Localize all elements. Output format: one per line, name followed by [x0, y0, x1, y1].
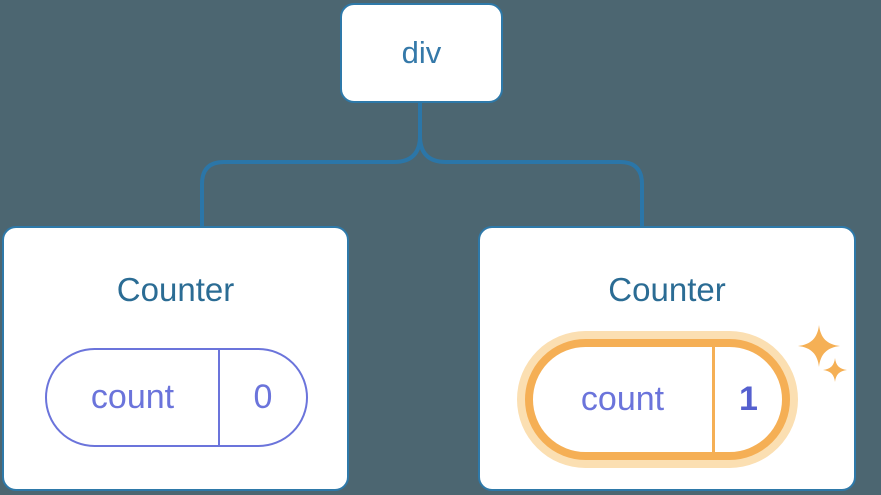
- state-pill-divider-left: [218, 350, 220, 445]
- state-key-left: count: [90, 378, 175, 416]
- state-pill-divider-right: [712, 347, 715, 452]
- counter-right-title: Counter: [608, 271, 726, 308]
- state-value-right: 1: [739, 380, 758, 418]
- counter-card-right: Counter count 1: [478, 226, 856, 491]
- connector-left-branch: [200, 102, 422, 227]
- tree-node-div: div: [340, 3, 503, 103]
- counter-left-title: Counter: [116, 271, 235, 308]
- state-value-left: 0: [253, 378, 273, 416]
- state-key-right: count: [580, 380, 665, 418]
- sparkles-icon: [798, 325, 847, 382]
- sparkle-small: [823, 358, 847, 382]
- state-pill-right-highlighted: count 1: [525, 339, 790, 460]
- counter-card-left: Counter count 0: [2, 226, 349, 491]
- state-pill-left: count 0: [45, 348, 308, 447]
- tree-node-div-label: div: [401, 35, 442, 70]
- connector-right-branch: [418, 102, 644, 227]
- sparkle-large: [798, 325, 840, 367]
